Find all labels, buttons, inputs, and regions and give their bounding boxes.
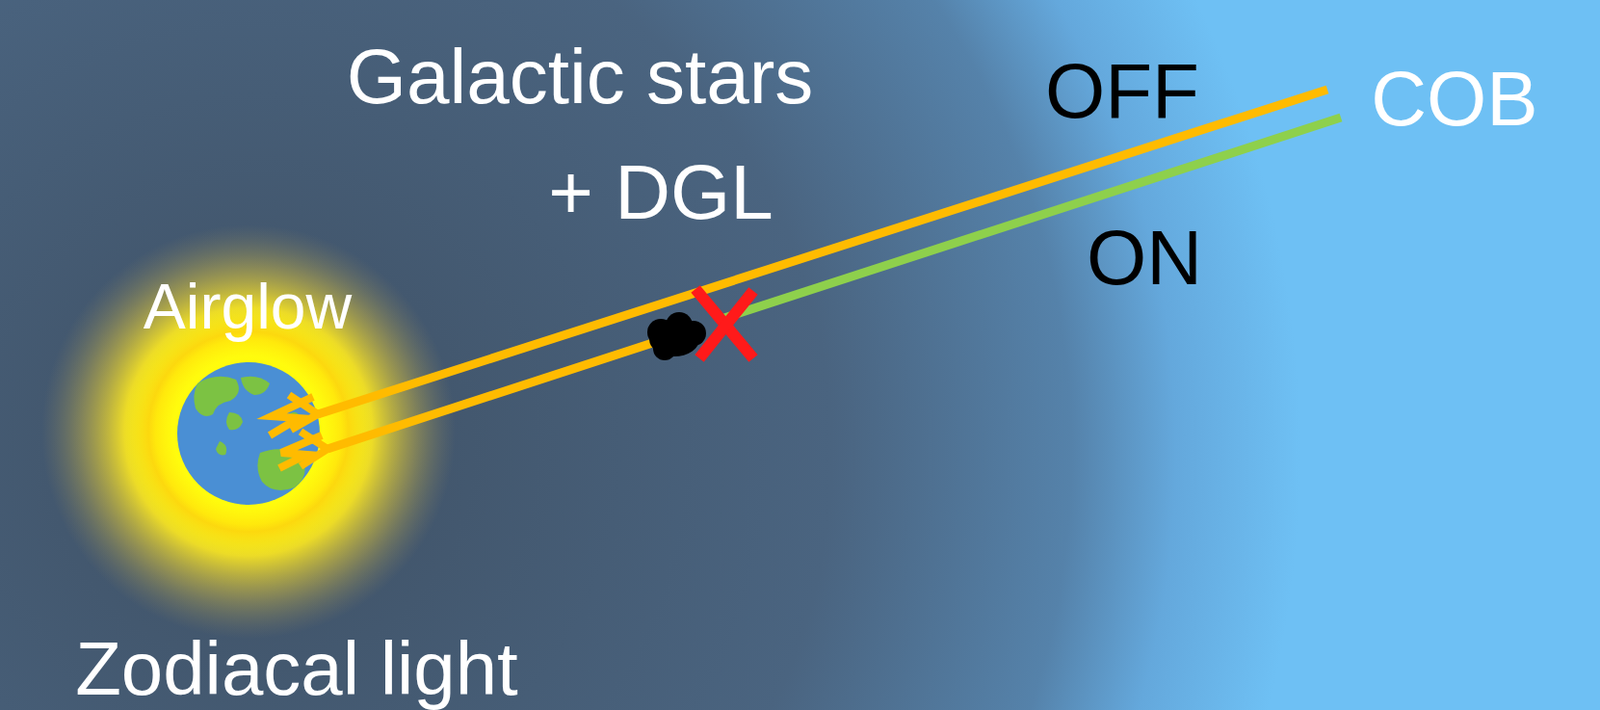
off-ray-arrowhead [288,394,318,430]
earth-globe [177,362,320,505]
ray-label: ON [1086,219,1203,297]
off-ray [317,89,1328,415]
on-ray-cob [724,117,1341,318]
on-ray-arrowhead [300,431,328,467]
component-label: Zodiacal light [75,630,519,707]
light-rays [269,89,1341,469]
component-label: COB [1370,60,1538,138]
component-label: + DGL [548,154,773,232]
component-label: Galactic stars [346,38,814,116]
airglow-inner [123,306,374,557]
blocked-cross [695,288,754,359]
component-label: Airglow [143,274,352,339]
on-ray-foreground [327,334,680,449]
ray-label: OFF [1045,52,1200,131]
